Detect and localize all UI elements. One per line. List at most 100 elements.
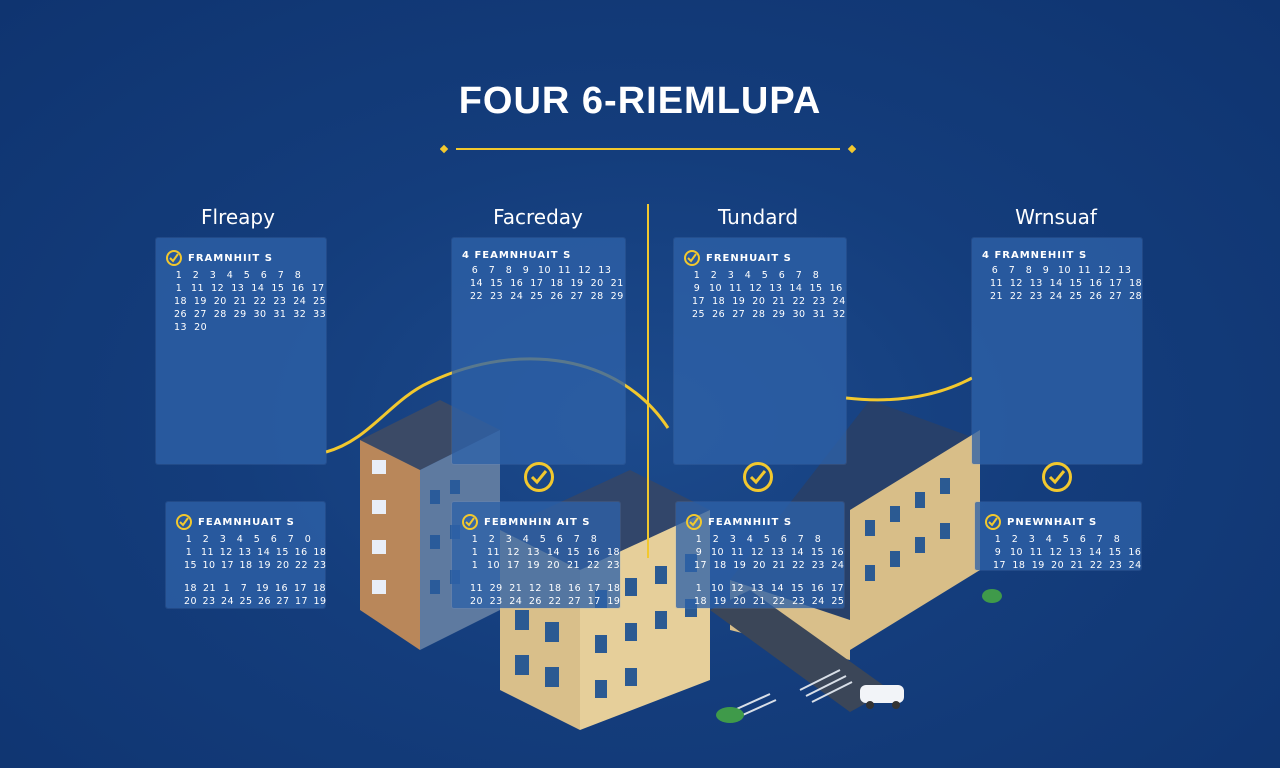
calendar-day: 18 [239, 560, 253, 571]
calendar-day: 29 [233, 309, 247, 320]
calendar-day: 22 [1009, 291, 1023, 302]
calendar-day: 14 [789, 283, 803, 294]
calendar-day: 1 [175, 283, 183, 294]
calendar-day: 24 [1049, 291, 1063, 302]
calendar-day: 20 [733, 596, 747, 607]
calendar-day: 19 [733, 560, 747, 571]
panel-header: 4 FRAMNEHIIT S [982, 250, 1142, 261]
calendar-day: 15 [809, 283, 823, 294]
calendar-day: 26 [550, 291, 564, 302]
calendar-day: 27 [193, 309, 207, 320]
calendar-day: 6 [270, 534, 278, 545]
calendar-day: 29 [610, 291, 624, 302]
column-label-1: Flreapy [201, 205, 275, 229]
calendar-day: 11 [201, 547, 215, 558]
calendar-day: 1 [471, 534, 479, 545]
calendar-day: 14 [257, 547, 271, 558]
calendar-day: 9 [1042, 265, 1050, 276]
calendar-day: 23 [1029, 291, 1043, 302]
calendar-day: 18 [1129, 278, 1143, 289]
calendar-day: 29 [489, 583, 503, 594]
calendar-day: 19 [258, 560, 272, 571]
calendar-day: 3 [727, 270, 735, 281]
calendar-day: 1 [175, 270, 183, 281]
panel-header-text: FRAMNHIIT S [188, 252, 273, 264]
calendar-row [470, 573, 620, 581]
calendar-day: 15 [791, 583, 805, 594]
calendar-day: 11 [470, 583, 484, 594]
calendar-day: 20 [547, 560, 561, 571]
calendar-day: 3 [729, 534, 737, 545]
panel-header: FEAMNHUAIT S [176, 514, 325, 530]
calendar-day: 8 [812, 270, 820, 281]
calendar-day: 22 [295, 560, 309, 571]
calendar-day: 5 [539, 534, 547, 545]
calendar-day: 22 [253, 296, 267, 307]
calendar-day: 27 [568, 596, 582, 607]
calendar-day: 17 [993, 560, 1007, 571]
calendar-day: 11 [729, 283, 743, 294]
calendar-day: 1 [471, 547, 479, 558]
calendar-day: 23 [811, 560, 825, 571]
calendar-day: 19 [732, 296, 746, 307]
calendar-day: 13 [1118, 265, 1132, 276]
calendar-day: 7 [1096, 534, 1104, 545]
calendar-day: 15 [1108, 547, 1122, 558]
calendar-day: 26 [1089, 291, 1103, 302]
calendar-day: 2 [488, 534, 496, 545]
calendar-day: 13 [1029, 278, 1043, 289]
calendar-day: 20 [752, 296, 766, 307]
calendar-day: 25 [692, 309, 706, 320]
check-icon [686, 514, 702, 530]
calendar-day: 19 [607, 596, 621, 607]
calendar-day: 20 [470, 596, 484, 607]
calendar-day: 13 [238, 547, 252, 558]
calendar-day: 4 [746, 534, 754, 545]
calendar-day: 4 [236, 534, 244, 545]
calendar-day: 17 [221, 560, 235, 571]
calendar-day: 16 [275, 583, 289, 594]
calendar-day: 20 [752, 560, 766, 571]
calendar-day: 4 [1045, 534, 1053, 545]
calendar-day: 13 [1069, 547, 1083, 558]
calendar-day: 13 [174, 322, 188, 333]
calendar-day: 2 [712, 534, 720, 545]
calendar-day: 1 [185, 547, 193, 558]
calendar-day: 14 [547, 547, 561, 558]
calendar-day: 21 [772, 296, 786, 307]
calendar-day: 17 [692, 296, 706, 307]
calendar-day: 14 [1049, 278, 1063, 289]
calendar-day: 23 [489, 596, 503, 607]
calendar-day: 11 [558, 265, 572, 276]
calendar-day: 25 [239, 596, 253, 607]
calendar-day: 8 [590, 534, 598, 545]
panel-header-text: FEAMNHIIT S [708, 516, 793, 528]
calendar-day: 24 [293, 296, 307, 307]
calendar-day: 1 [695, 583, 703, 594]
panel-header-text: FRENHUAIT S [706, 252, 792, 264]
calendar-day: 19 [256, 583, 270, 594]
calendar-day: 14 [251, 283, 265, 294]
calendar-day: 20 [184, 596, 198, 607]
calendar-day: 26 [258, 596, 272, 607]
calendar-day: 13 [751, 583, 765, 594]
calendar-day: 24 [1128, 560, 1142, 571]
calendar-day: 2 [202, 534, 210, 545]
calendar-day: 20 [213, 296, 227, 307]
calendar-day: 27 [276, 596, 290, 607]
calendar-row [694, 573, 844, 581]
calendar-day: 17 [311, 283, 325, 294]
